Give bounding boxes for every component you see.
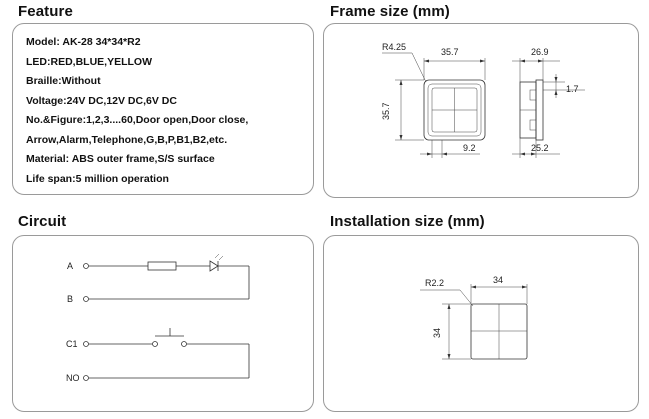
feature-item-model: Model: AK-28 34*34*R2 (26, 36, 141, 48)
terminal-b-label: B (67, 294, 73, 304)
terminal-no-label: NO (66, 373, 80, 383)
feature-item-braille: Braille:Without (26, 75, 101, 87)
installation-cutout (420, 284, 528, 360)
feature-panel (12, 23, 314, 195)
installation-height-label: 34 (432, 328, 442, 338)
frame-height-label: 35.7 (381, 102, 391, 120)
circuit-wiring (83, 253, 250, 381)
feature-item-figure: No.&Figure:1,2,3....60,Door open,Door cl… (26, 114, 249, 126)
terminal-c1-label: C1 (66, 339, 78, 349)
frame-width-label: 35.7 (441, 47, 459, 57)
terminal-a-label: A (67, 261, 73, 271)
frame-side-base-label: 25.2 (531, 143, 549, 153)
installation-size-panel (323, 235, 639, 412)
feature-item-figure-cont: Arrow,Alarm,Telephone,G,B,P,B1,B2,etc. (26, 133, 228, 146)
circuit-panel (12, 235, 314, 412)
installation-size-title: Installation size (mm) (330, 213, 485, 230)
installation-radius-label: R2.2 (425, 278, 444, 288)
installation-width-label: 34 (493, 275, 503, 285)
circuit-title: Circuit (18, 213, 67, 230)
frame-size-title: Frame size (mm) (330, 3, 450, 20)
frame-depth-label: 26.9 (531, 47, 549, 57)
feature-item-material: Material: ABS outer frame,S/S surface (26, 153, 215, 165)
frame-inner-width-label: 9.2 (463, 143, 476, 153)
front-view (382, 52, 486, 158)
frame-side-offset-label: 1.7 (566, 84, 579, 94)
led-symbol (209, 260, 219, 272)
feature-item-life-span: Life span:5 million operation (26, 172, 169, 185)
feature-title: Feature (18, 3, 73, 20)
frame-radius-label: R4.25 (382, 42, 406, 52)
side-view (512, 58, 585, 158)
feature-item-led: LED:RED,BLUE,YELLOW (26, 55, 152, 68)
feature-list: Model: AK-28 34*34*R2 LED:RED,BLUE,YELLO… (26, 33, 248, 189)
feature-item-voltage: Voltage:24V DC,12V DC,6V DC (26, 94, 177, 107)
